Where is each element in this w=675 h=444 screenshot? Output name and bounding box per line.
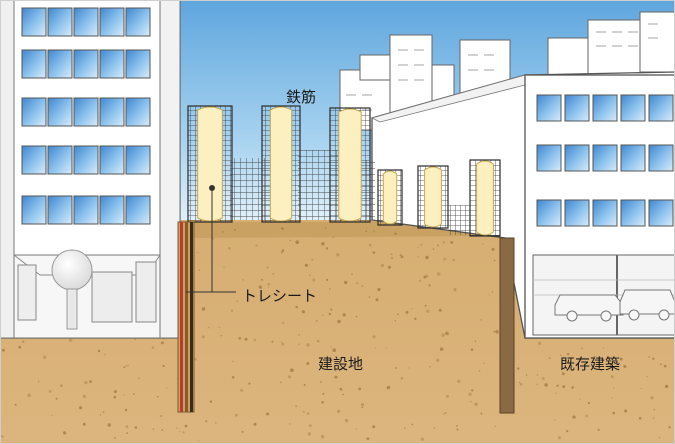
rebar-cages-front xyxy=(187,105,501,237)
parked-cars xyxy=(554,289,675,322)
rebar-cage xyxy=(187,105,233,223)
window xyxy=(564,144,590,172)
window xyxy=(99,195,125,225)
window xyxy=(592,199,618,227)
label-existing-building: 既存建築 xyxy=(560,355,621,373)
window xyxy=(648,144,674,172)
window xyxy=(620,144,646,172)
rebar-cage xyxy=(329,107,371,223)
window xyxy=(99,97,125,127)
window xyxy=(125,49,151,79)
window xyxy=(73,7,99,37)
window xyxy=(47,49,73,79)
window xyxy=(125,195,151,225)
rebar-cage xyxy=(261,105,301,223)
window xyxy=(564,199,590,227)
trench-wall-left xyxy=(177,221,195,413)
rebar-cage xyxy=(469,159,501,237)
window xyxy=(47,145,73,175)
rebar-cage xyxy=(417,165,449,229)
window xyxy=(99,145,125,175)
window xyxy=(21,7,47,37)
existing-foundation-wall xyxy=(499,237,515,414)
window xyxy=(99,49,125,79)
window xyxy=(73,49,99,79)
window xyxy=(21,195,47,225)
window xyxy=(536,144,562,172)
label-construction-site: 建設地 xyxy=(318,355,364,373)
window xyxy=(536,199,562,227)
window xyxy=(564,94,590,122)
rebar-cage xyxy=(377,169,403,226)
window xyxy=(125,145,151,175)
window xyxy=(21,97,47,127)
tresheet-section-red xyxy=(180,222,183,412)
window xyxy=(99,7,125,37)
window xyxy=(47,7,73,37)
lobby-globe-lamp xyxy=(51,249,93,291)
window xyxy=(125,7,151,37)
window xyxy=(73,97,99,127)
window xyxy=(73,195,99,225)
window xyxy=(125,97,151,127)
window xyxy=(21,145,47,175)
left-building xyxy=(0,0,181,339)
label-rebar: 鉄筋 xyxy=(286,88,317,106)
label-tresheet: トレシート xyxy=(242,287,318,305)
window xyxy=(536,94,562,122)
tresheet-leader xyxy=(186,185,236,293)
window xyxy=(21,49,47,79)
window xyxy=(592,144,618,172)
window xyxy=(648,199,674,227)
existing-building xyxy=(370,71,675,414)
window xyxy=(648,94,674,122)
window xyxy=(47,97,73,127)
window xyxy=(592,94,618,122)
window xyxy=(73,145,99,175)
window xyxy=(620,94,646,122)
window xyxy=(620,199,646,227)
window xyxy=(47,195,73,225)
